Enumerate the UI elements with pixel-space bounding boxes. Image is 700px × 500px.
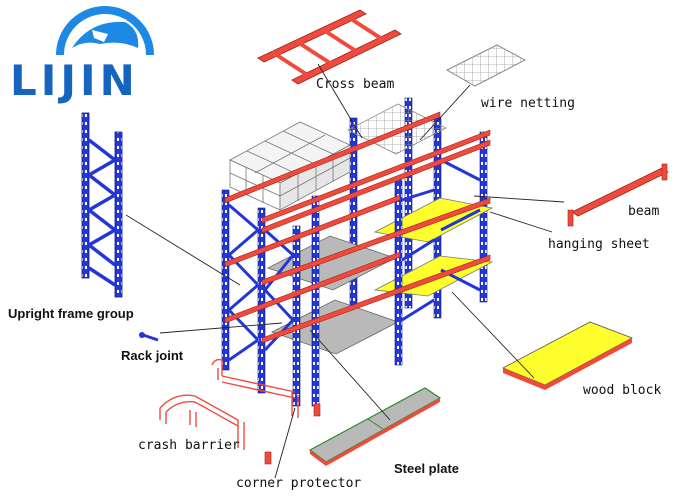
globe-icon [56, 6, 154, 56]
cross-beam-part [257, 9, 402, 85]
crash-barrier-part [159, 358, 299, 450]
corner-protector-part [264, 403, 321, 465]
label-beam: beam [628, 204, 659, 219]
leader-lines [125, 63, 565, 479]
steel-plate-part [308, 387, 442, 466]
brand-name: LIJIN [10, 56, 139, 105]
brand-logo: LIJIN [10, 6, 154, 105]
rack-assembly [221, 97, 494, 407]
label-hanging-sheet: hanging sheet [548, 237, 650, 252]
label-corner-protector: corner protector [236, 476, 361, 491]
label-steel-plate: Steel plate [394, 461, 459, 476]
label-upright-frame-group: Upright frame group [8, 306, 134, 321]
wood-block-part [502, 321, 633, 390]
label-rack-joint: Rack joint [121, 348, 184, 363]
pallet-load [229, 121, 351, 211]
beam-part [567, 163, 669, 227]
upright-frame-part [81, 112, 123, 298]
label-wood-block: wood block [583, 383, 661, 398]
wire-netting-part [445, 44, 527, 87]
label-wire-netting: wire netting [481, 96, 575, 111]
rack-joint-part [139, 332, 159, 342]
label-crash-barrier: crash barrier [138, 438, 240, 453]
label-cross-beam: Cross beam [316, 77, 394, 92]
